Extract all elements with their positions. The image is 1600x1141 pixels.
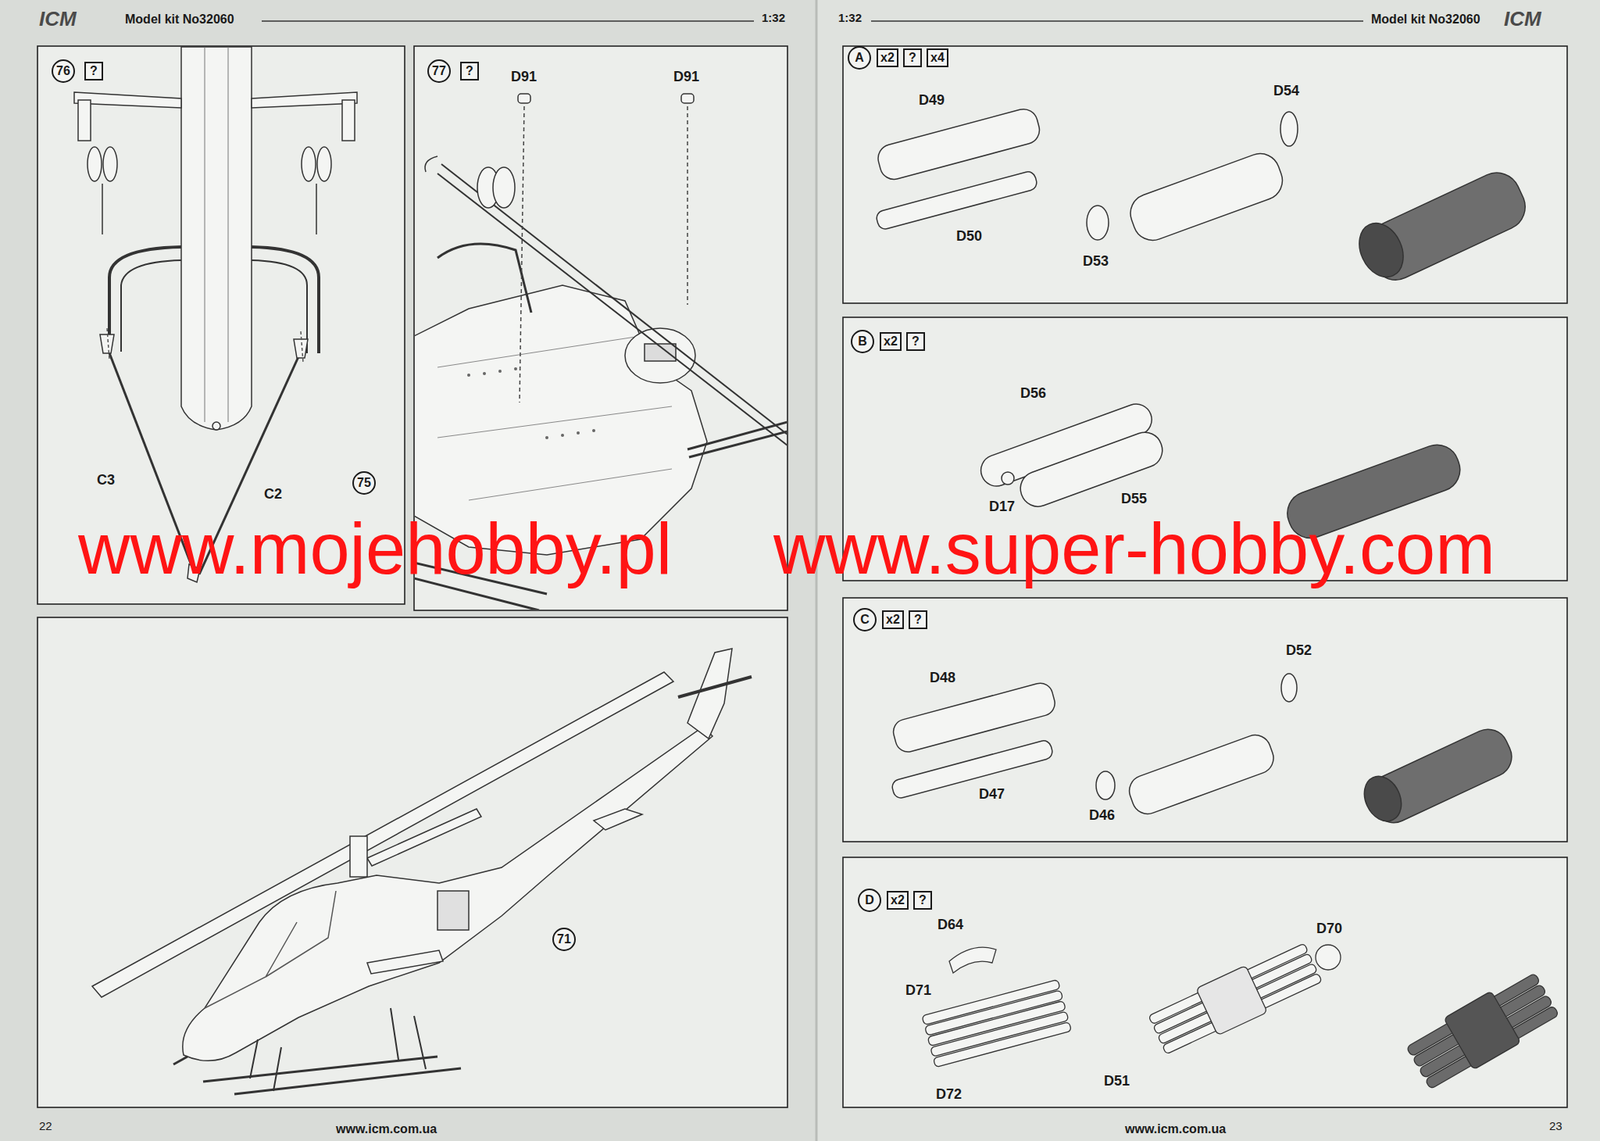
quantity-box: x2 bbox=[882, 610, 904, 629]
marker-text: x2 bbox=[885, 613, 900, 626]
callout-number: 75 bbox=[352, 471, 376, 495]
marker-text: ? bbox=[465, 64, 474, 78]
part-number: D52 bbox=[1285, 642, 1312, 659]
page-number: 23 bbox=[1549, 1118, 1563, 1133]
rocket-pod-a-drawing bbox=[875, 106, 1533, 288]
page-number: 22 bbox=[39, 1118, 53, 1133]
part-number: D46 bbox=[1089, 807, 1115, 824]
rocket-pod-c-drawing bbox=[890, 673, 1518, 829]
part-number: D51 bbox=[1103, 1072, 1130, 1090]
part-number: D54 bbox=[1273, 82, 1300, 100]
marker-text: x2 bbox=[890, 893, 905, 907]
part-number: D70 bbox=[1316, 920, 1343, 937]
part-number: D55 bbox=[1121, 490, 1147, 508]
part-number: D72 bbox=[935, 1085, 962, 1103]
part-number: D71 bbox=[905, 982, 932, 999]
part-number: D91 bbox=[510, 68, 537, 86]
marker-text: ? bbox=[914, 613, 922, 626]
marker-text: 77 bbox=[432, 64, 447, 78]
kit-number: Model kit No32060 bbox=[1371, 12, 1481, 27]
quantity-box: x2 bbox=[876, 48, 899, 68]
left-page bbox=[0, 0, 817, 1141]
part-number: C2 bbox=[264, 485, 283, 503]
landing-gear-drawing bbox=[74, 46, 358, 583]
callout-number: 71 bbox=[552, 927, 576, 951]
launcher-d-drawing bbox=[921, 939, 1562, 1093]
quantity-box: x2 bbox=[886, 890, 909, 910]
step-number: 77 bbox=[427, 59, 451, 83]
part-number: D50 bbox=[956, 228, 983, 245]
query-box: ? bbox=[906, 332, 925, 351]
quantity-box: x4 bbox=[926, 48, 949, 68]
marker-text: x4 bbox=[930, 51, 945, 65]
option-letter: B bbox=[850, 329, 875, 354]
brand-logo: ICM bbox=[39, 7, 77, 32]
part-number: D56 bbox=[1020, 385, 1047, 402]
header-rule bbox=[261, 20, 754, 22]
watermark: www.mojehobby.pl bbox=[78, 507, 672, 591]
part-number: D64 bbox=[937, 916, 964, 933]
marker-text: x2 bbox=[880, 51, 895, 65]
query-box: ? bbox=[84, 61, 104, 81]
marker-text: ? bbox=[911, 335, 920, 348]
part-number: D47 bbox=[978, 785, 1005, 803]
part-number: D49 bbox=[918, 92, 945, 109]
watermark: www.super-hobby.com bbox=[773, 507, 1496, 591]
marker-text: A bbox=[854, 51, 865, 65]
option-letter: D bbox=[857, 888, 882, 912]
footer-url: www.icm.com.ua bbox=[335, 1121, 437, 1136]
header-rule bbox=[871, 20, 1364, 22]
scale-label: 1:32 bbox=[838, 10, 862, 25]
option-letter: A bbox=[847, 46, 872, 70]
part-number: D48 bbox=[929, 669, 956, 686]
marker-text: x2 bbox=[883, 335, 898, 348]
step-number: 76 bbox=[51, 59, 75, 83]
option-letter: C bbox=[853, 607, 877, 632]
kit-number: Model kit No32060 bbox=[125, 12, 235, 27]
marker-text: ? bbox=[918, 893, 927, 907]
quantity-box: x2 bbox=[879, 332, 902, 351]
brand-logo: ICM bbox=[1503, 7, 1542, 32]
marker-text: 71 bbox=[557, 932, 572, 946]
step-panels bbox=[37, 46, 1568, 1108]
query-box: ? bbox=[913, 890, 933, 910]
marker-text: C bbox=[860, 613, 870, 626]
query-box: ? bbox=[903, 48, 922, 68]
marker-text: ? bbox=[908, 51, 917, 65]
marker-text: 76 bbox=[56, 64, 71, 78]
footer-url: www.icm.com.ua bbox=[1125, 1121, 1226, 1136]
marker-text: D bbox=[864, 893, 875, 907]
part-number: C3 bbox=[96, 471, 115, 489]
part-number: D53 bbox=[1082, 253, 1109, 270]
marker-text: 75 bbox=[357, 476, 372, 490]
helicopter-drawing bbox=[92, 648, 752, 1094]
part-number: D91 bbox=[673, 68, 700, 86]
query-box: ? bbox=[460, 61, 479, 81]
marker-text: ? bbox=[89, 64, 98, 78]
scale-label: 1:32 bbox=[761, 10, 786, 25]
marker-text: B bbox=[857, 335, 868, 348]
query-box: ? bbox=[908, 610, 928, 629]
